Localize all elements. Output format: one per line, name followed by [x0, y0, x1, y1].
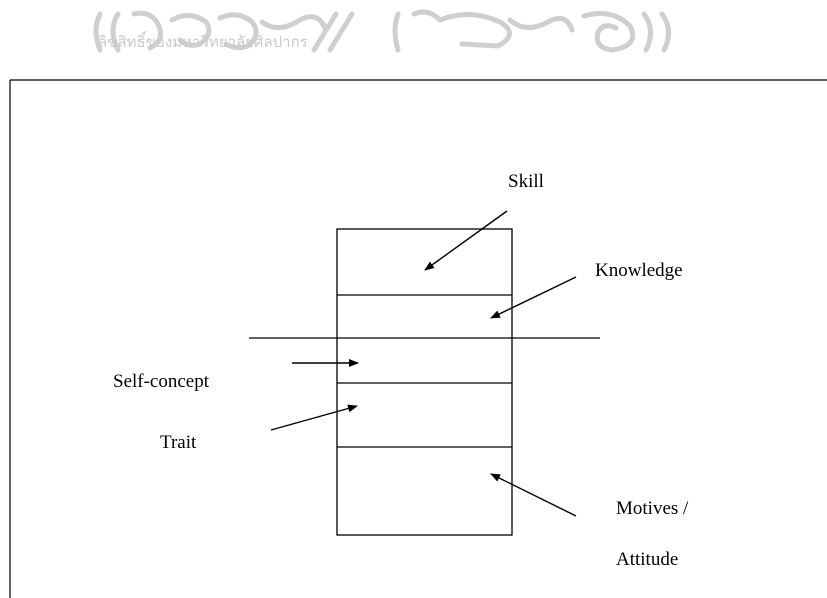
label-trait: Trait: [160, 432, 197, 453]
label-skill: Skill: [508, 171, 544, 192]
label-attitude: Attitude: [616, 549, 678, 570]
label-self-concept: Self-concept: [113, 371, 210, 392]
competency-column: [336, 228, 513, 536]
label-knowledge: Knowledge: [595, 260, 683, 281]
watermark-text: ลิขสิทธิ์ของมหาวิทยาลัยศิลปากร: [98, 31, 308, 51]
watermark: ลิขสิทธิ์ของมหาวิทยาลัยศิลปากร: [93, 9, 671, 53]
watermark-seal-graphic: [93, 9, 671, 53]
arrow-trait: [270, 404, 358, 431]
arrow-motives: [490, 473, 577, 517]
label-motives: Motives /: [616, 498, 689, 519]
arrow-skill: [424, 210, 508, 271]
arrow-knowledge: [490, 276, 577, 319]
